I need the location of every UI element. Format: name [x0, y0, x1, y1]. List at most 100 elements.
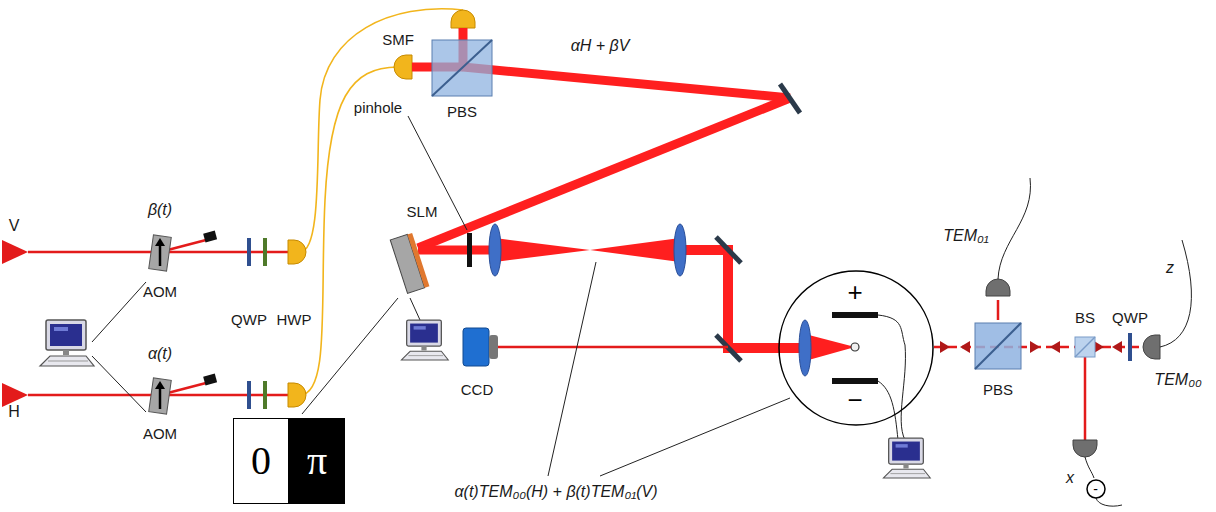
main-beam	[418, 246, 495, 255]
component-label: z	[1166, 259, 1174, 277]
polarizing-beam-splitter	[975, 323, 1021, 369]
main-beam	[805, 334, 855, 361]
polarizing-beam-splitter	[975, 323, 1021, 369]
beam-block	[203, 374, 217, 386]
component-label: β(t)	[148, 201, 172, 219]
mirror	[716, 237, 741, 263]
beam-splitter	[1075, 337, 1095, 357]
waveplate	[1128, 333, 1132, 361]
spatial-light-modulator	[407, 233, 429, 288]
computer	[40, 320, 94, 366]
fiber-coupler	[288, 240, 306, 264]
lens	[489, 224, 811, 376]
laser-source	[2, 240, 28, 407]
trap-chamber: +−	[778, 270, 934, 426]
waveplate	[263, 238, 267, 266]
lens	[674, 224, 686, 276]
photodetector	[986, 279, 1010, 296]
beam-arrowhead	[960, 341, 970, 353]
component-label: AOM	[143, 284, 177, 301]
mirror	[716, 84, 800, 361]
main-beam	[680, 250, 805, 348]
component-label: H	[8, 403, 20, 421]
detector-wire	[1096, 498, 1122, 506]
component-label: x	[1066, 469, 1074, 487]
component-label: HWP	[277, 312, 312, 329]
node-text: π	[307, 441, 327, 481]
photodetector	[1143, 335, 1160, 359]
component-label: αH + βV	[571, 37, 630, 55]
single-mode-fiber	[300, 67, 398, 395]
leader-line	[600, 398, 790, 476]
component-label: BS	[1075, 310, 1095, 327]
component-label: PBS	[447, 104, 477, 121]
trap-electrode	[878, 315, 905, 440]
computer	[401, 320, 448, 360]
component-label: V	[9, 217, 20, 235]
ccd-camera	[463, 328, 728, 366]
main-beam	[418, 98, 790, 248]
leader-line	[92, 356, 146, 412]
node-text: −	[847, 387, 862, 413]
fiber-coupler	[451, 10, 475, 28]
node-text: -	[1093, 482, 1098, 496]
polarizing-beam-splitter	[432, 40, 492, 96]
lens	[799, 320, 811, 376]
main-beam	[495, 238, 590, 262]
waveplate	[247, 238, 251, 266]
component-label: SMF	[382, 32, 414, 49]
beam-block	[203, 231, 217, 243]
trap-electrode	[878, 381, 898, 440]
component-label: TEM₀₁	[943, 227, 989, 245]
detection-beam	[934, 300, 1147, 440]
acousto-optic-modulator	[149, 378, 172, 414]
beam-block	[203, 231, 217, 386]
component-label: QWP	[231, 312, 267, 329]
component-label: QWP	[1112, 310, 1148, 327]
detection-beam	[1084, 357, 1087, 440]
waveplate	[1128, 333, 1132, 361]
trap-electrode	[832, 378, 878, 384]
component-label: TEM₀₀	[1154, 371, 1201, 389]
lens	[489, 224, 501, 276]
component-label: AOM	[143, 426, 177, 443]
computer	[40, 320, 930, 478]
node-text: 0	[251, 441, 271, 481]
detector-wire	[1160, 240, 1191, 347]
waveplate	[247, 381, 251, 409]
component-label: SLM	[407, 204, 438, 221]
ccd-camera	[463, 328, 489, 366]
leader-line	[410, 298, 420, 320]
acousto-optic-modulator	[149, 235, 172, 271]
beam-splitter	[1075, 337, 1095, 357]
detector-wire	[1085, 457, 1094, 478]
component-label: PBS	[983, 382, 1013, 399]
waveplate	[263, 381, 267, 409]
beam-splitter	[1075, 337, 1095, 357]
leader-line	[92, 282, 146, 342]
main-beam	[590, 238, 680, 262]
mirror	[780, 84, 800, 113]
beam-arrowhead	[940, 341, 950, 353]
pinhole	[467, 233, 472, 267]
laser-beam	[28, 240, 292, 395]
subtractor-outline	[1087, 480, 1105, 498]
leader-line	[92, 116, 790, 476]
leader-line	[548, 262, 596, 476]
detection-beam	[997, 300, 1000, 320]
detector-wire	[998, 178, 1191, 506]
spatial-light-modulator	[390, 233, 429, 293]
subtractor: -	[1086, 479, 1106, 499]
acousto-optic-modulator	[149, 235, 172, 414]
slm-phase-half: π	[289, 418, 345, 504]
acousto-optic-modulator	[155, 238, 165, 246]
laser-source	[2, 240, 28, 264]
fiber-coupler	[288, 383, 306, 407]
photodetector	[986, 279, 1160, 457]
polarizing-beam-splitter	[432, 40, 492, 96]
photodetector	[1073, 440, 1097, 457]
beam-arrowhead	[1112, 341, 1122, 353]
trap-electrode	[851, 343, 859, 351]
